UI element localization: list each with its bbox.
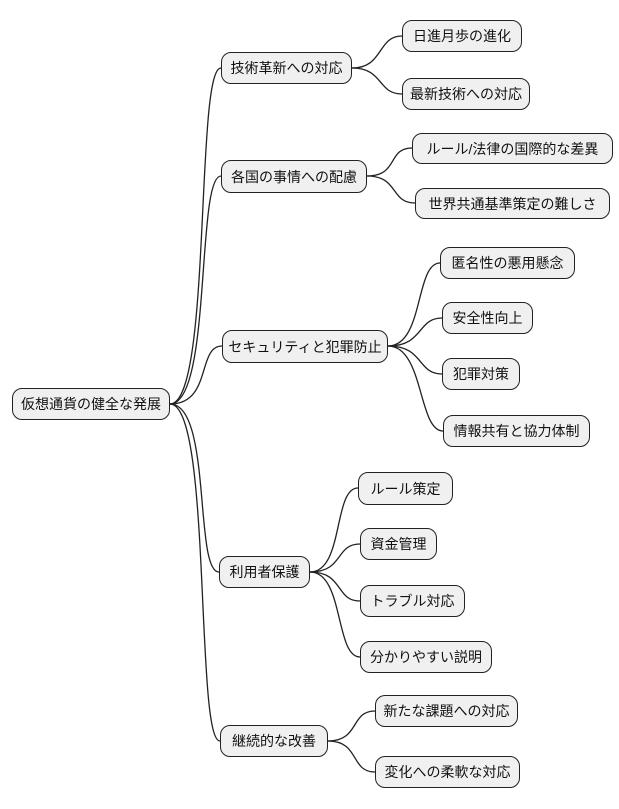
node-user-protection: 利用者保護 <box>219 556 310 588</box>
connector-country-rule-differences <box>366 147 413 177</box>
node-security-crime-prevention: セキュリティと犯罪防止 <box>222 330 388 363</box>
node-crime-countermeasures: 犯罪対策 <box>442 358 520 390</box>
node-safety-improvement: 安全性向上 <box>442 302 533 334</box>
node-new-issues-response: 新たな課題への対応 <box>375 695 518 727</box>
connector-root-user-protection <box>169 403 220 573</box>
connector-tech-latest-response <box>351 67 403 95</box>
connector-user-easy-explanation <box>309 571 361 658</box>
connector-root-country-considerations <box>169 175 222 405</box>
connector-security-safety <box>387 317 443 347</box>
node-rapid-evolution: 日進月歩の進化 <box>402 20 522 52</box>
connector-user-fund-management <box>309 543 361 573</box>
connector-country-global-standard <box>366 175 416 204</box>
connector-security-info-sharing <box>387 345 444 432</box>
connector-security-crime <box>387 345 443 375</box>
node-tech-innovation: 技術革新への対応 <box>221 52 352 84</box>
connector-user-rule-making <box>309 487 359 573</box>
node-trouble-response: トラブル対応 <box>360 585 465 617</box>
connector-improve-new-issues <box>327 710 376 742</box>
connector-root-tech-innovation <box>169 67 222 405</box>
node-flexible-change-response: 変化への柔軟な対応 <box>375 756 520 788</box>
node-latest-tech-response: 最新技術への対応 <box>402 78 530 110</box>
connector-root-security <box>169 345 223 405</box>
node-anonymity-abuse-concern: 匿名性の悪用懸念 <box>440 247 575 279</box>
node-global-standard-difficulty: 世界共通基準策定の難しさ <box>415 188 610 219</box>
node-info-sharing-cooperation: 情報共有と協力体制 <box>443 415 590 447</box>
node-root: 仮想通貨の健全な発展 <box>12 388 170 420</box>
node-rule-making: ルール策定 <box>358 472 453 505</box>
node-country-considerations: 各国の事情への配慮 <box>221 160 367 193</box>
node-fund-management: 資金管理 <box>360 528 437 560</box>
node-continuous-improvement: 継続的な改善 <box>220 725 328 757</box>
connector-security-anonymity <box>387 262 441 347</box>
connector-improve-flexible-change <box>327 740 376 773</box>
connector-user-trouble-response <box>309 571 361 602</box>
connector-tech-rapid-evolution <box>351 35 403 69</box>
connector-root-continuous-improvement <box>169 403 221 742</box>
node-intl-rule-differences: ルール/法律の国際的な差異 <box>412 133 613 164</box>
node-easy-explanation: 分かりやすい説明 <box>360 641 492 673</box>
